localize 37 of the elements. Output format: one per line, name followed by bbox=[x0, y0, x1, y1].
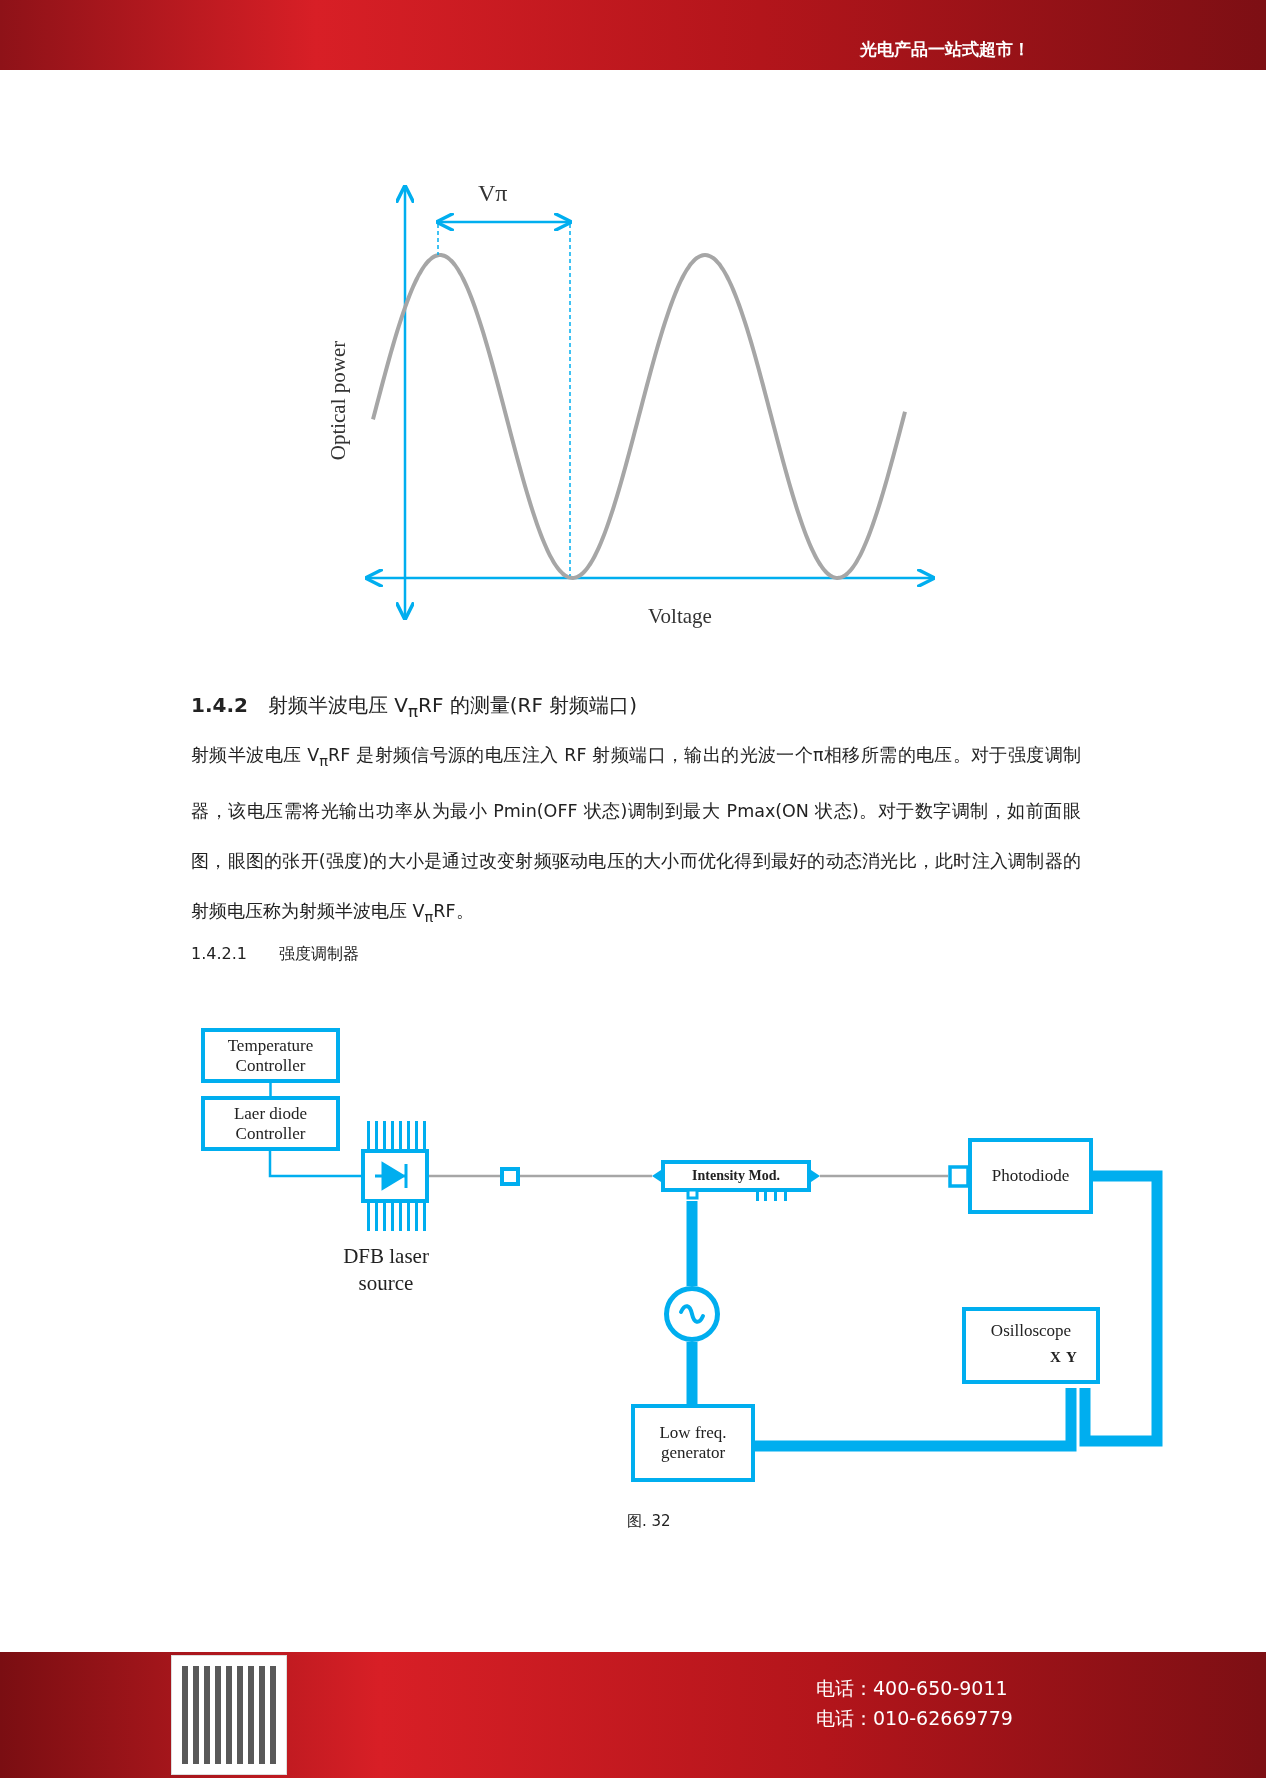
component-label: Intensity Mod. bbox=[692, 1167, 780, 1185]
optical-fiber bbox=[429, 1174, 500, 1178]
generator-box bbox=[631, 1404, 755, 1482]
paragraph: 射频半波电压 V$_{π}$RF 是射频信号源的电压注入 RF 射频端口，输出的光波一个π相移所需的电压。对于强度调制器，该电压需将光输出功率从为最小 Pmin(OFF 状态)调制到最大 Pmax(ON 状态)。对于数字调制，如前面眼图，眼图的张开(强度)的大小是通过改变射频驱动电压的大小而优化得到最好的动态消光比，此时注入调制器的射频电压称为射频半波电压 V$_{π}$RF。 bbox=[191, 744, 1081, 926]
oscilloscope-box bbox=[962, 1307, 1100, 1384]
signal-source-circle bbox=[664, 1286, 720, 1342]
cable bbox=[686, 1201, 698, 1286]
axis-title: Optical power bbox=[325, 339, 351, 463]
optical-fiber bbox=[520, 1174, 652, 1178]
axis-title: Voltage bbox=[647, 604, 713, 629]
cable bbox=[755, 1388, 1077, 1452]
cable bbox=[686, 1342, 698, 1404]
laser-chip-drawing bbox=[361, 1121, 429, 1231]
component-label: Photodiode bbox=[991, 1166, 1070, 1186]
component-caption: DFB laser source bbox=[342, 1243, 430, 1297]
slogan: 光电产品一站式超市！ bbox=[860, 38, 1031, 61]
figure-caption: 图. 32 bbox=[627, 1512, 671, 1531]
component-label: Temperature Controller bbox=[226, 1035, 315, 1076]
section-heading: 1.4.2 射频半波电压 V$_{π}$RF 的测量(RF 射频端口) bbox=[191, 692, 639, 721]
wire bbox=[268, 1151, 361, 1178]
detector-box bbox=[968, 1138, 1093, 1214]
fiber-connector bbox=[500, 1167, 520, 1186]
component-label: Osilloscope bbox=[989, 1321, 1073, 1341]
contact-text: 电话：010-62669779 bbox=[816, 1706, 1014, 1731]
component-label: Laer diode Controller bbox=[232, 1103, 309, 1144]
port-label: Y bbox=[1066, 1348, 1077, 1367]
wire bbox=[269, 1083, 272, 1096]
optical-fiber bbox=[820, 1174, 948, 1178]
subsection-heading: 1.4.2.1 强度调制器 bbox=[191, 944, 360, 965]
cable bbox=[1079, 1170, 1163, 1447]
modulator-box bbox=[652, 1160, 820, 1201]
contact-text: 电话：400-650-9011 bbox=[816, 1676, 1009, 1701]
controller-box bbox=[201, 1028, 340, 1083]
controller-box bbox=[201, 1096, 340, 1151]
port-label: X bbox=[1050, 1348, 1061, 1367]
axis-annotation: Vπ bbox=[478, 180, 509, 207]
component-label: Low freq. generator bbox=[658, 1423, 728, 1463]
